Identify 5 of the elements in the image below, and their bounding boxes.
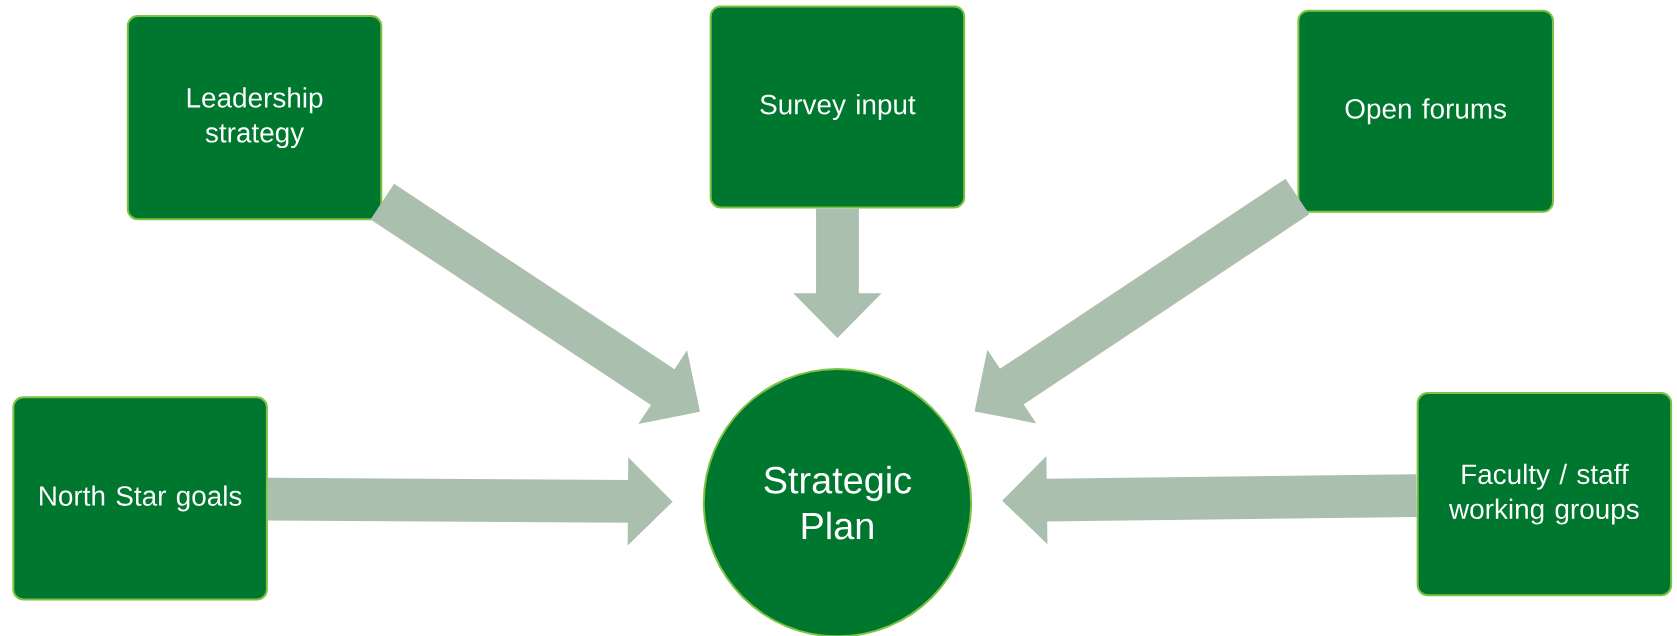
process-box: Survey input (709, 5, 966, 209)
process-box: North Star goals (12, 396, 268, 601)
process-box: Faculty / staff working groups (1416, 391, 1673, 596)
process-box: Leadership strategy (126, 14, 383, 221)
process-box: Open forums (1297, 9, 1554, 213)
